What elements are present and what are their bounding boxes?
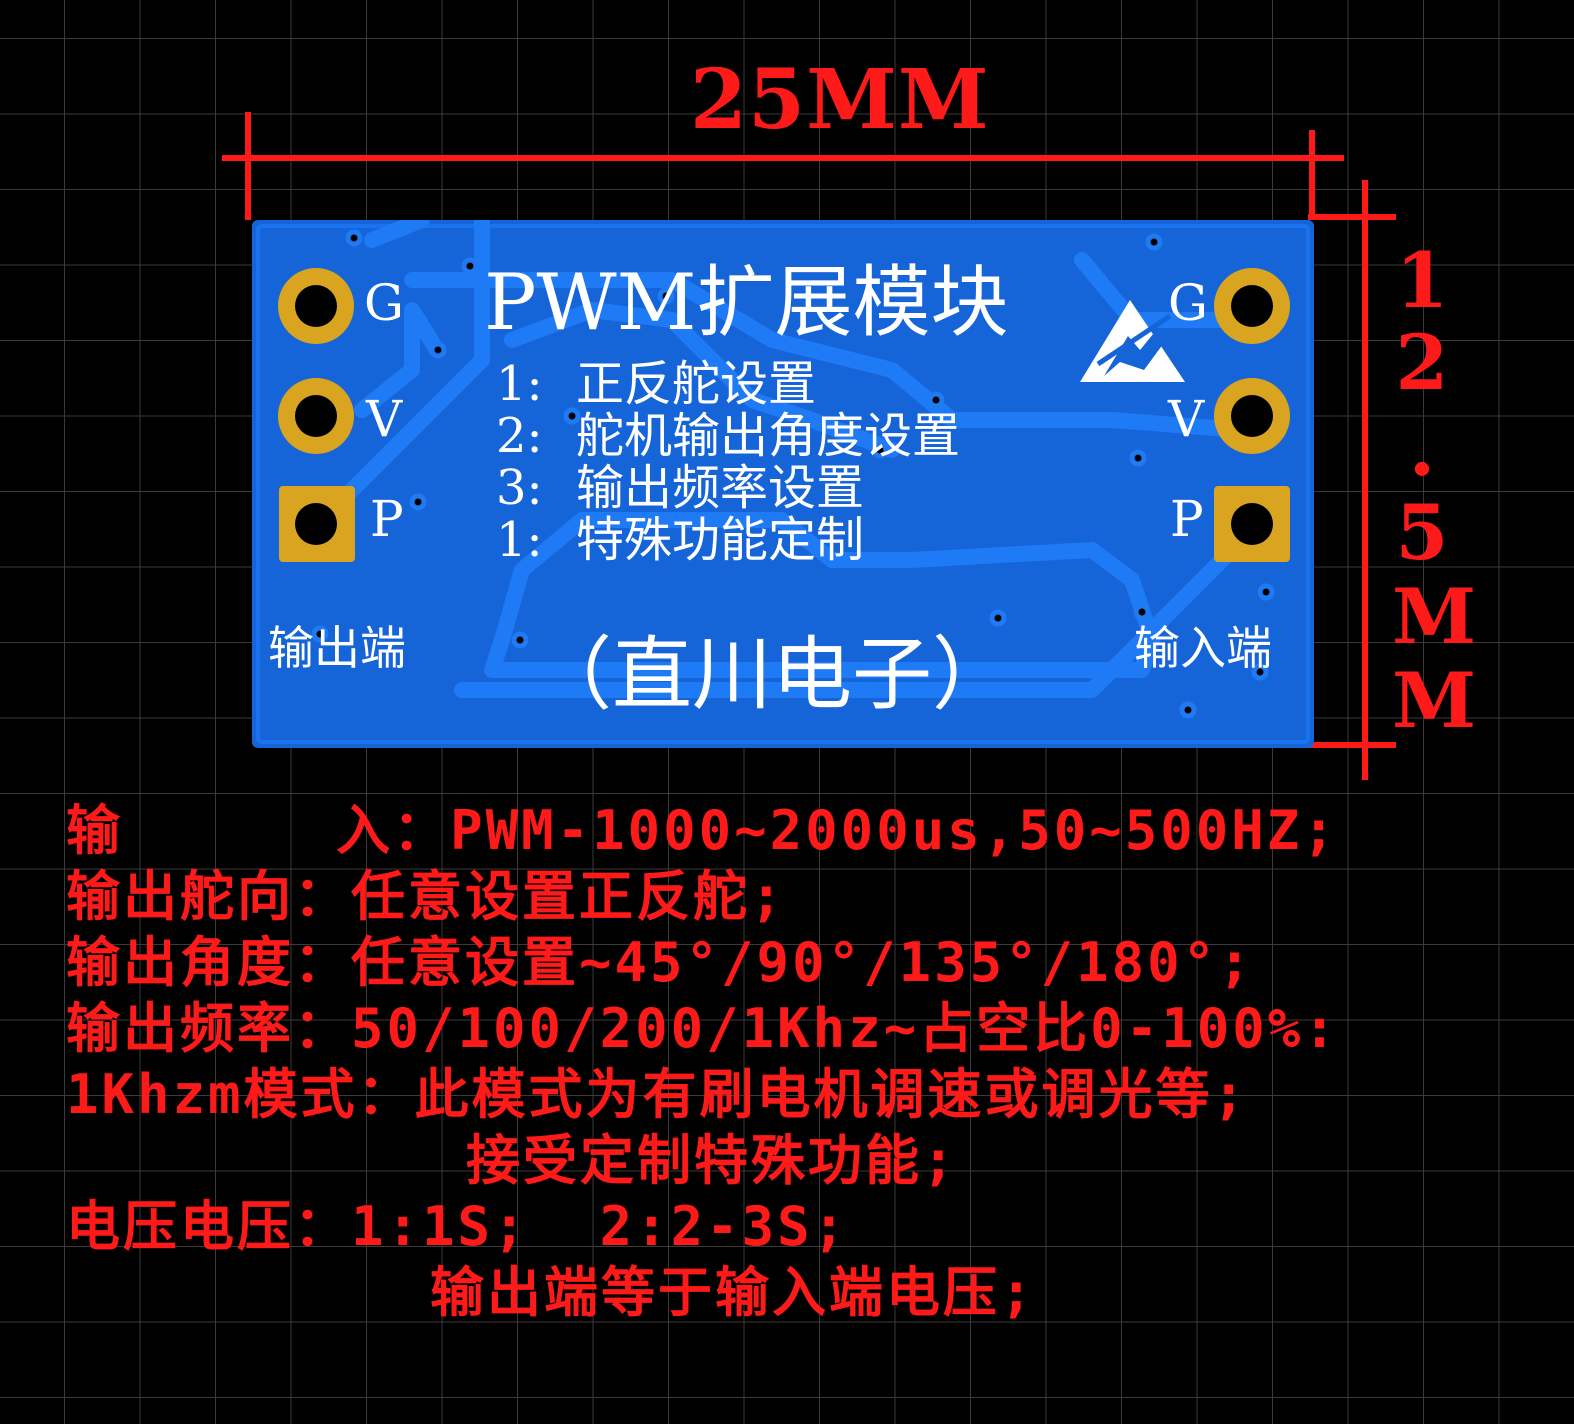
height-label-char: 1	[1395, 236, 1449, 325]
via	[1179, 701, 1197, 719]
spec-line-input: 输 入：PWM-1000~2000us,50~500HZ;	[66, 799, 1338, 862]
spec-line-custom: 接受定制特殊功能;	[466, 1129, 958, 1192]
via	[1133, 603, 1151, 621]
via	[1145, 233, 1163, 251]
via	[563, 407, 581, 425]
trace-v-left	[354, 302, 445, 418]
board-title: PWM扩展模块	[484, 258, 1009, 348]
via	[461, 257, 479, 275]
spec-line-angle: 输出角度：任意设置~45°/90°/135°/180°;	[66, 931, 1254, 994]
spec-line-frequency: 输出频率：50/100/200/1Khz~占空比0-100%:	[66, 997, 1339, 1060]
width-dimension-line	[222, 155, 1344, 161]
pin-label-g-left: G	[364, 274, 404, 332]
via	[409, 493, 427, 511]
spec-line-1khz-mode: 1Khzm模式：此模式为有刷电机调速或调光等;	[66, 1063, 1249, 1126]
height-label-char: .	[1408, 404, 1436, 493]
hole	[295, 285, 337, 327]
hole	[295, 503, 337, 545]
height-label-char: M	[1392, 572, 1477, 661]
pin-label-v-left: V	[366, 390, 403, 448]
via	[871, 441, 889, 459]
height-label-char: 2	[1395, 318, 1449, 407]
board-edge	[256, 224, 1310, 744]
feature-text: 舵机输出角度设置	[576, 408, 961, 464]
maker-label: （直川电子）	[532, 628, 1012, 721]
hole	[1231, 395, 1273, 437]
via	[657, 287, 675, 305]
via	[429, 341, 447, 359]
trace-top	[314, 220, 490, 528]
via	[927, 391, 945, 409]
trace-signal	[404, 272, 1250, 438]
feature-line: 3: 输出频率设置	[496, 462, 864, 514]
trace-curve	[504, 302, 900, 458]
feature-number: 3:	[496, 460, 543, 516]
height-dimension-line	[1362, 180, 1368, 780]
input-port-label: 输入端	[1134, 621, 1272, 675]
feature-text: 输出频率设置	[576, 460, 865, 516]
feature-line: 1: 正反舵设置	[496, 358, 816, 410]
width-dimension-label: 25MM	[690, 52, 990, 148]
pin-label-p-left: P	[370, 490, 404, 548]
feature-number: 1:	[496, 356, 543, 412]
spec-line-voltage: 电压电压：1:1S; 2:2-3S;	[66, 1195, 849, 1258]
height-dimension-top-tick	[1308, 214, 1396, 220]
feature-number: 1:	[496, 512, 543, 568]
height-label-char: 5	[1395, 488, 1449, 577]
feature-line: 1: 特殊功能定制	[496, 514, 864, 566]
via	[511, 631, 529, 649]
pin-label-g-right: G	[1168, 274, 1208, 332]
hole	[295, 395, 337, 437]
width-dimension-left-tick	[245, 112, 251, 220]
spec-line-output-voltage: 输出端等于输入端电压;	[430, 1261, 1036, 1324]
via	[345, 229, 363, 247]
via	[1257, 583, 1275, 601]
via	[1251, 663, 1269, 681]
trace-inner-loop	[484, 512, 1160, 678]
via	[1129, 449, 1147, 467]
width-dimension-right-tick	[1309, 130, 1315, 220]
pin-label-v-right: V	[1168, 390, 1205, 448]
pcb-artwork	[256, 220, 1310, 744]
feature-text: 特殊功能定制	[576, 512, 865, 568]
feature-number: 2:	[496, 408, 543, 464]
height-label-char: M	[1392, 656, 1477, 745]
via	[311, 625, 329, 643]
feature-line: 2: 舵机输出角度设置	[496, 410, 960, 462]
pcb-board: PWM扩展模块 1: 正反舵设置 2: 舵机输出角度设置 3: 输出频率设置 1: 特殊…	[252, 220, 1314, 748]
output-port-label: 输出端	[268, 621, 406, 675]
hole	[1231, 285, 1273, 327]
spec-line-direction: 输出舵向：任意设置正反舵;	[66, 865, 786, 928]
via	[989, 609, 1007, 627]
hole	[1231, 503, 1273, 545]
pin-label-p-right: P	[1170, 490, 1204, 548]
height-dimension-bottom-tick	[1308, 742, 1396, 748]
feature-text: 正反舵设置	[576, 356, 817, 412]
esd-warning-icon	[1080, 300, 1185, 382]
